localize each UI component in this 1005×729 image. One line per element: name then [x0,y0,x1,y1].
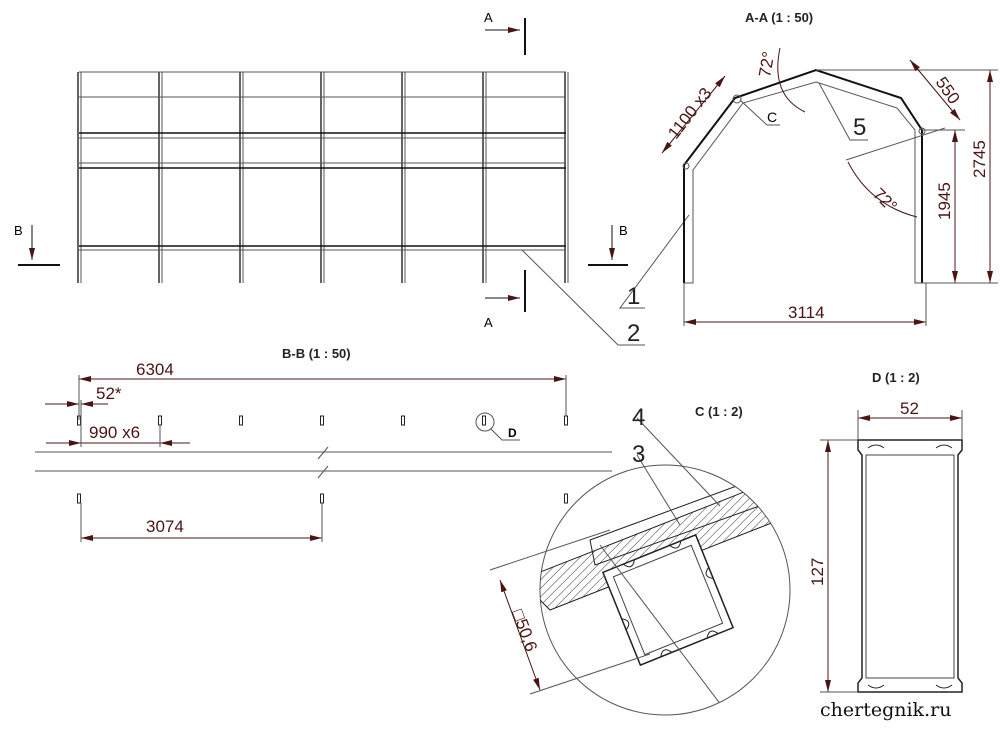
dim-spacing: 990 x6 [89,423,140,442]
post-section [401,415,405,426]
dim-half: 3074 [146,517,184,536]
dim-line-profile [499,579,541,691]
profile-inner [612,544,724,656]
dim-end-segment: 550 [932,73,964,107]
leader-line-c [739,99,780,126]
leader-line-2 [521,249,645,346]
section-bb: B-B (1 : 50) 6304 52* 990 x6 3074 D [35,346,612,542]
profile-d-outer [857,439,963,693]
posts-group [77,72,569,283]
angle-arc-top [777,47,806,113]
posts-row-bottom [77,493,568,504]
post-section [158,415,162,426]
dim-width: 3114 [788,303,825,322]
arch-frame-inner [684,81,926,284]
joint [682,162,690,170]
section-mark-b-right: B [588,223,628,266]
dim-post-height: 1945 [935,182,954,220]
dim-d-width: 52 [900,399,919,418]
dim-d-height: 127 [808,558,827,586]
post-section [77,493,81,504]
arch-frame-outer [683,68,923,283]
watermark: chertegnik.ru [820,699,951,721]
front-view: A A B B 2 1 [14,10,690,347]
section-label-a: A [484,315,493,330]
post-section [482,415,486,426]
leader-line-1 [619,214,690,309]
post-section [320,493,324,504]
dim-line-segments [661,75,726,154]
section-mark-a-bottom: A [484,270,526,330]
angle-extension-line [845,127,946,161]
callout-3: 3 [632,441,645,468]
break-mark [317,446,329,479]
detail-d: D (1 : 2) 52 127 [808,370,963,693]
section-label-b: B [14,223,23,238]
post-section [239,415,243,426]
section-mark-b-left: B [14,223,60,266]
detail-c: C (1 : 2) 4 3 □50,6 [489,404,791,716]
dim-angle-top: 72° [755,50,778,79]
section-label-b: B [619,223,628,238]
callout-d: D [508,426,517,440]
callout-5: 5 [853,114,866,141]
frame-line [599,544,741,715]
profile-grooves [621,540,719,657]
detail-c-content [540,469,790,715]
dim-line-end-segment [909,59,961,121]
leader-line-3 [636,454,681,526]
profile-d-inner [865,454,955,679]
section-mark-a-top: A [484,10,526,55]
cover-layer [589,469,790,566]
detail-d-title: D (1 : 2) [872,370,920,385]
dim-offset: 52* [96,384,122,403]
dim-length: 6304 [136,360,174,379]
callout-2: 2 [627,320,640,347]
joint-c [732,94,742,104]
joint [918,127,926,135]
dim-profile: □50,6 [508,607,541,654]
callout-4: 4 [632,404,645,431]
section-aa-title: A-A (1 : 50) [745,10,813,25]
leader-line-4 [636,417,721,507]
leader-line-5 [818,82,868,141]
detail-d-marker-circle [475,412,495,432]
post-section [564,415,568,426]
post-section [564,493,568,504]
detail-c-title: C (1 : 2) [695,404,743,419]
leader-line-d [490,428,520,441]
dim-total-height: 2745 [970,140,989,178]
hatched-cover [540,469,790,611]
section-bb-title: B-B (1 : 50) [282,346,351,361]
extension-line [489,529,611,571]
callout-c: C [767,109,777,125]
dim-angle-side: 72° [869,184,901,216]
callout-1: 1 [627,283,640,310]
angle-arc-side [847,161,918,218]
post-section [320,415,324,426]
profile-d-grooves [867,444,953,689]
extension-line [529,653,651,695]
section-label-a: A [484,10,493,25]
section-aa: A-A (1 : 50) 3114 1945 2745 1100 x3 550 … [661,10,998,326]
square-profile [601,533,735,667]
